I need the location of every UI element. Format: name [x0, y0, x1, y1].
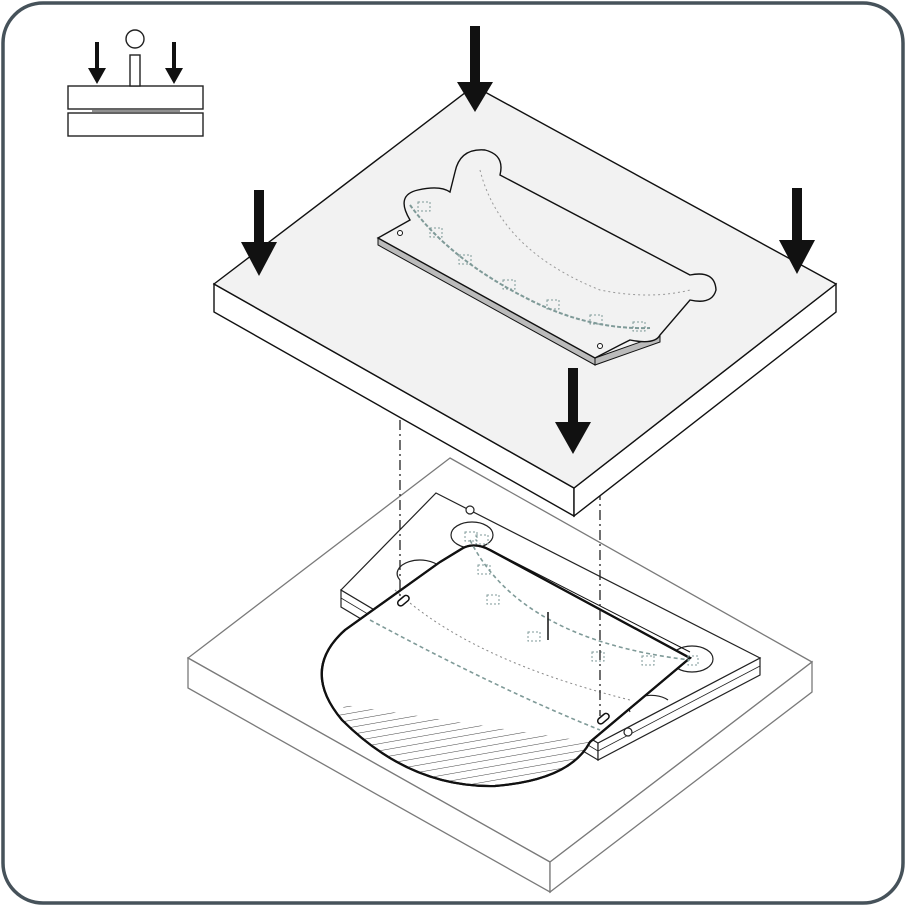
press-icon: [67, 29, 204, 137]
arrow-down-icon-right: [779, 188, 815, 274]
arrow-down-icon-front: [555, 368, 591, 454]
press-down-arrow: [241, 26, 815, 454]
press-upper-block: [67, 85, 204, 110]
press-lower-block: [67, 112, 204, 137]
alignment-pin: [465, 505, 633, 737]
stitch-markers: [464, 531, 699, 666]
alignment-guide-line: [399, 360, 601, 716]
press-arrow-left-icon: [88, 42, 106, 84]
foam-part-with-hatching: [320, 531, 699, 788]
insert-stitch-markers: [417, 201, 646, 332]
press-arrow-right-icon: [165, 42, 183, 84]
arrow-down-icon-left: [241, 190, 277, 276]
base-right-face: [549, 660, 813, 894]
press-stem: [129, 54, 141, 87]
press-knob: [125, 29, 145, 49]
foam-insert-cutout: [376, 149, 717, 366]
arrow-down-icon-top: [457, 26, 493, 112]
